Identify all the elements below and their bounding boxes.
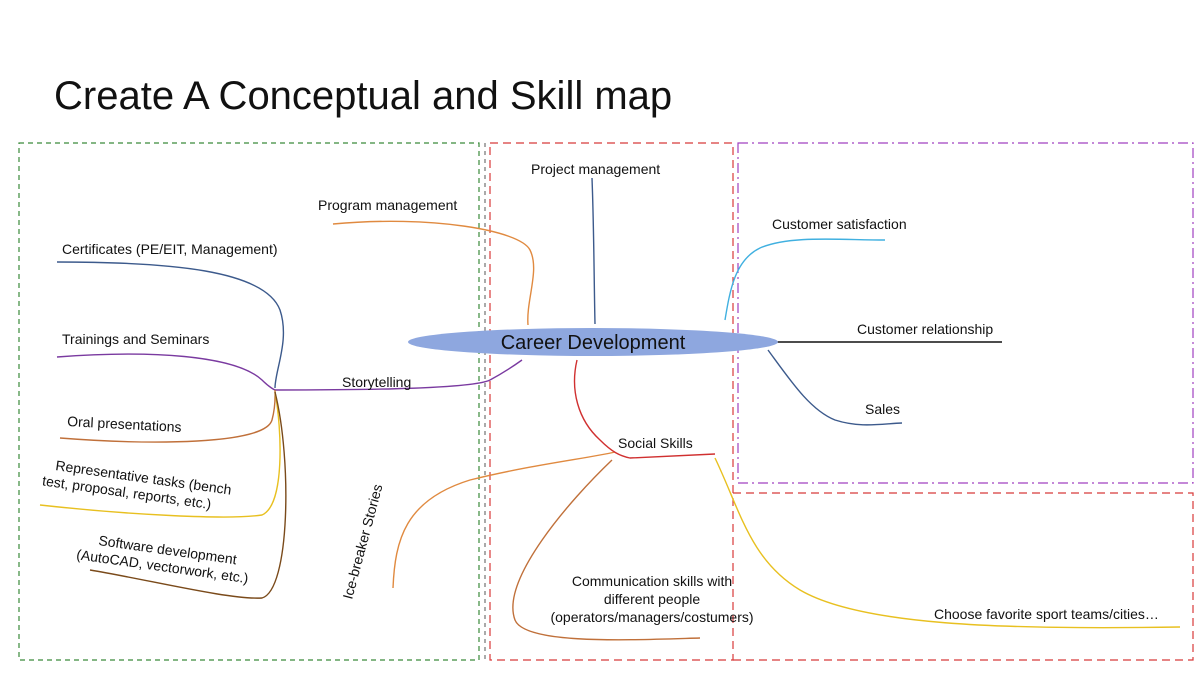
node-representative-tasks: Representative tasks (bench test, propos… (41, 457, 232, 512)
node-icebreaker: Ice-breaker Stories (339, 482, 385, 600)
node-sport-teams: Choose favorite sport teams/cities… (934, 606, 1159, 622)
connector-sales (767, 349, 903, 426)
group-box-middle (489, 142, 734, 661)
node-sales: Sales (865, 401, 900, 417)
node-software-development: Software development (AutoCAD, vectorwor… (75, 532, 249, 586)
node-certificates: Certificates (PE/EIT, Management) (62, 241, 278, 257)
node-storytelling: Storytelling (342, 374, 411, 390)
node-social-skills: Social Skills (618, 435, 693, 451)
node-communication-line-2: different people (604, 591, 700, 607)
connector-icebreaker (392, 451, 616, 589)
connector-certificates (56, 261, 285, 389)
connector-project-management (591, 177, 596, 325)
node-program-management: Program management (318, 197, 457, 213)
connector-communication (512, 459, 701, 641)
node-customer-relationship: Customer relationship (857, 321, 993, 337)
group-box-left (18, 142, 480, 661)
connector-program-management (332, 220, 535, 326)
connector-trainings (56, 353, 276, 391)
connector-customer-satisfaction (724, 238, 886, 321)
connector-representative-tasks (39, 391, 281, 518)
node-project-management: Project management (531, 161, 660, 177)
node-communication-line-3: (operators/managers/costumers) (550, 609, 753, 625)
node-customer-satisfaction: Customer satisfaction (772, 216, 907, 232)
center-node-label: Career Development (501, 332, 686, 354)
connector-software-development (89, 391, 287, 599)
node-oral-presentations: Oral presentations (67, 413, 182, 435)
node-communication-line-1: Communication skills with (572, 573, 732, 589)
node-communication: Communication skills with different peop… (550, 573, 753, 625)
connector-sport-teams (714, 457, 1181, 629)
slide-title: Create A Conceptual and Skill map (54, 74, 673, 118)
connector-oral-presentations (59, 389, 276, 443)
group-box-right (737, 142, 1194, 484)
group-box-middle-extension (733, 492, 1194, 661)
connector-social-skills (573, 359, 716, 459)
connector-storytelling (274, 359, 523, 391)
node-trainings: Trainings and Seminars (62, 331, 209, 347)
center-node (408, 328, 778, 356)
